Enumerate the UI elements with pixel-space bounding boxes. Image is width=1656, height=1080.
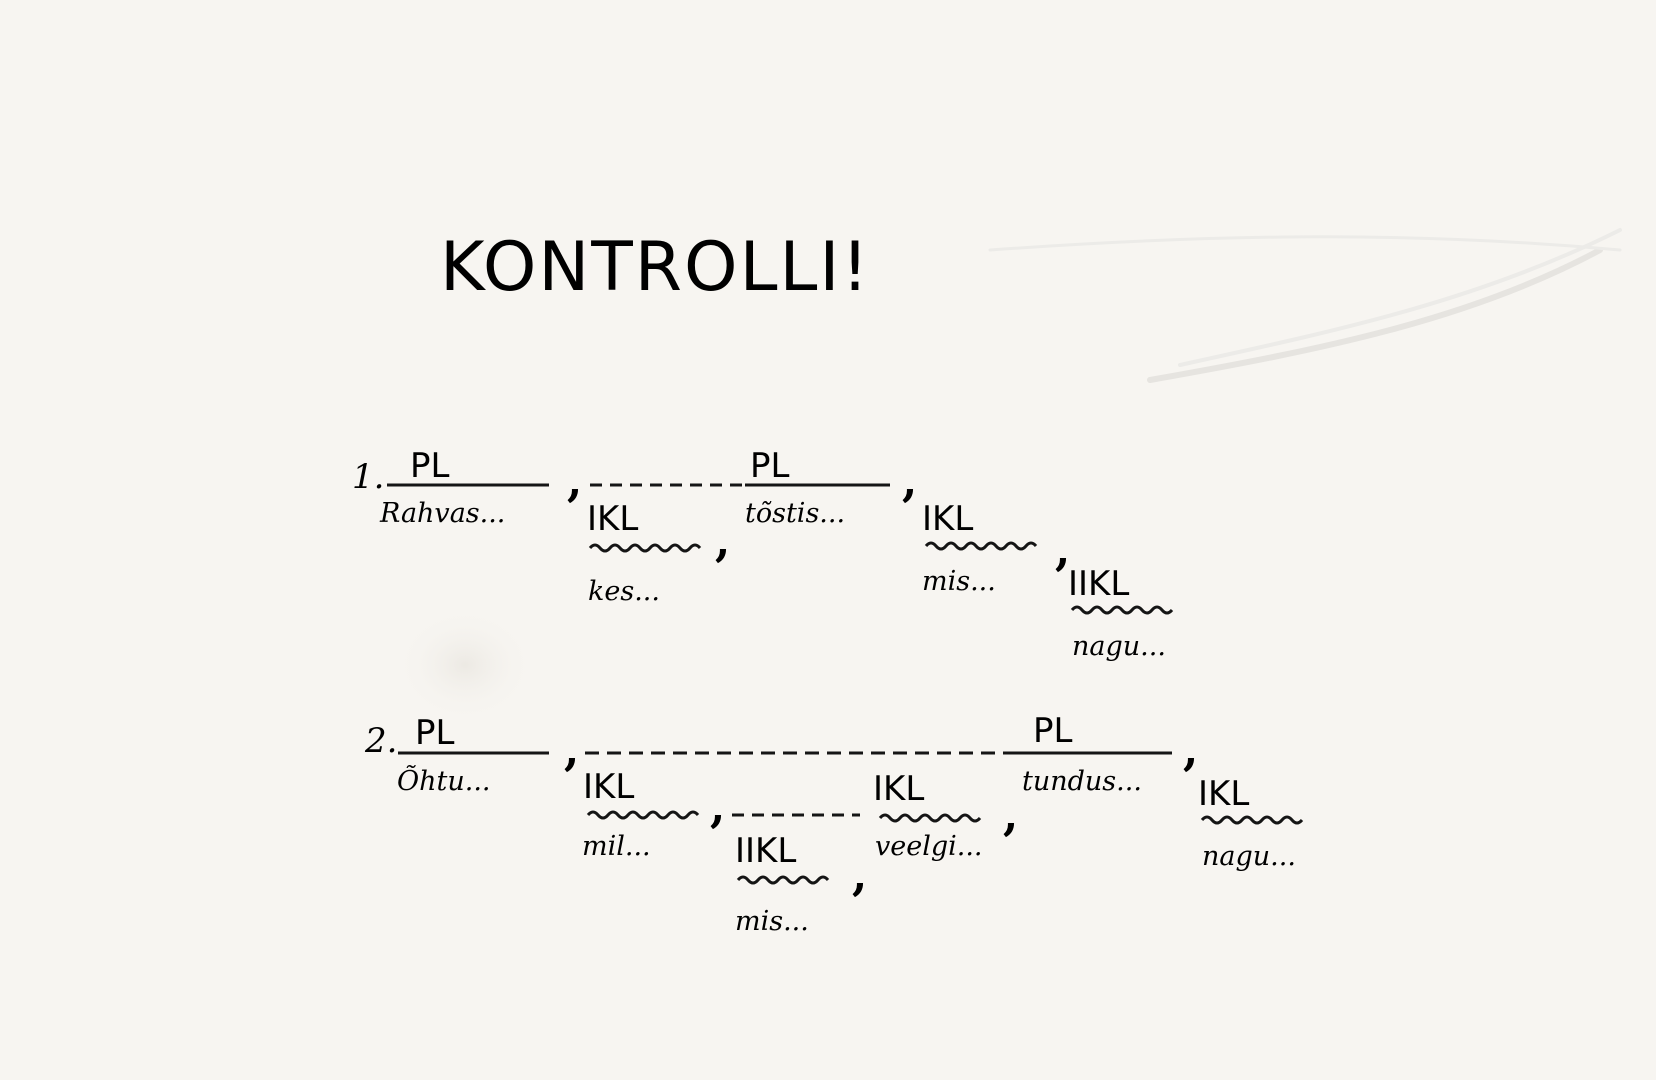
wavy-underline	[586, 810, 700, 820]
clause-label: IKL	[873, 769, 924, 809]
clause-word: mis...	[922, 566, 996, 597]
clause-word: Õhtu...	[397, 763, 491, 797]
comma: ,	[902, 456, 917, 507]
clause-word: tõstis...	[745, 498, 845, 529]
clause-word: Rahvas...	[379, 498, 505, 529]
comma: ,	[1183, 725, 1198, 776]
page-title: KONTROLLI!	[440, 228, 871, 307]
clause-node-subordinate: IKL mis...	[922, 499, 1038, 597]
paper-texture	[395, 228, 1622, 723]
clause-node-main: PL Rahvas...	[379, 446, 549, 529]
clause-label: IKL	[1198, 774, 1249, 814]
clause-label: IKL	[583, 767, 634, 807]
clause-node-subordinate: IKL kes...	[587, 499, 702, 607]
clause-node-subordinate: IKL nagu...	[1198, 774, 1304, 872]
comma: ,	[567, 456, 582, 507]
row-number: 2.	[364, 721, 397, 761]
clause-label: IKL	[922, 499, 973, 539]
wavy-underline	[1200, 815, 1304, 825]
comma: ,	[1003, 790, 1018, 841]
clause-node-main: PL tõstis...	[745, 446, 890, 529]
row-number: 1.	[352, 457, 384, 497]
comma: ,	[715, 516, 730, 567]
clause-label: IIKL	[735, 831, 796, 871]
clause-label: IKL	[587, 499, 638, 539]
wavy-underline	[736, 875, 830, 885]
clause-node-subordinate-2: IIKL nagu...	[1068, 564, 1174, 662]
wavy-underline	[878, 813, 982, 823]
clause-word: mis...	[735, 906, 809, 937]
clause-word: veelgi...	[875, 831, 983, 862]
clause-node-subordinate: IKL veelgi...	[873, 769, 983, 862]
comma: ,	[710, 782, 725, 833]
wavy-underline	[588, 543, 702, 553]
comma: ,	[852, 850, 867, 901]
clause-node-subordinate: IKL mil...	[582, 767, 700, 862]
clause-word: nagu...	[1202, 841, 1296, 872]
clause-label: PL	[415, 713, 455, 753]
comma: ,	[1055, 525, 1070, 576]
clause-word: kes...	[588, 576, 660, 607]
clause-word: nagu...	[1072, 631, 1166, 662]
diagram-row-1: 1. PL Rahvas... , IKL kes... , PL tõstis…	[352, 446, 1174, 662]
clause-word: mil...	[582, 831, 651, 862]
clause-label: PL	[750, 446, 790, 486]
comma: ,	[564, 725, 579, 776]
clause-label: IIKL	[1068, 564, 1129, 604]
wavy-underline	[924, 541, 1038, 551]
diagram-row-2: 2. PL Õhtu... , IKL mil... , IIKL mis...…	[364, 711, 1304, 937]
clause-node-main: PL tundus...	[1015, 711, 1172, 797]
clause-label: PL	[1033, 711, 1073, 751]
clause-node-main: PL Õhtu...	[397, 713, 549, 797]
clause-word: tundus...	[1022, 766, 1142, 797]
clause-node-subordinate-2: IIKL mis...	[735, 831, 830, 937]
wavy-underline	[1070, 605, 1174, 615]
clause-label: PL	[410, 446, 450, 486]
